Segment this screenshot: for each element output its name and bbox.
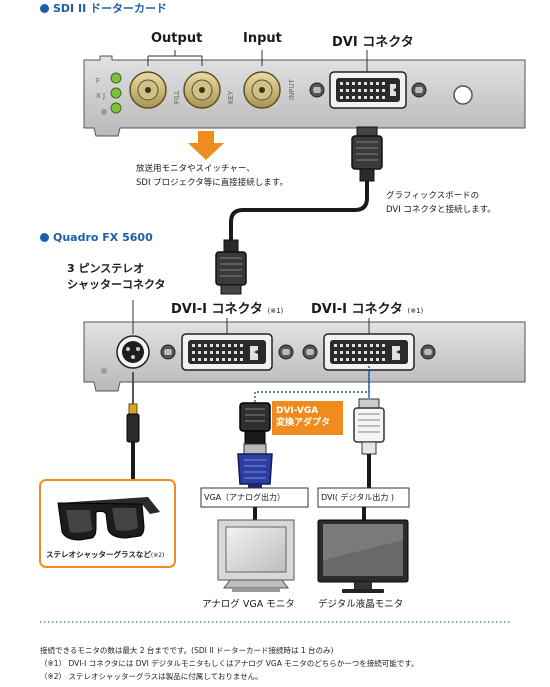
bnc-connector-icon — [183, 71, 221, 109]
adapter-label-line2: 変換アダプタ — [276, 418, 331, 428]
glasses-label: ステレオシャッターグラスなど(※2) — [46, 549, 164, 560]
cable-note-line2: DVI コネクタと接続します。 — [386, 205, 496, 215]
dvi-i-2-note: (※1) — [407, 307, 424, 315]
dvi-output-label: DVI( デジタル出力 ) — [321, 493, 395, 502]
glasses-note: (※2) — [150, 552, 165, 559]
output-note-line1: 放送用モニタやスイッチャー、 — [136, 164, 255, 174]
stereo-connector-label: 3 ピンステレオ シャッターコネクタ — [67, 261, 166, 293]
crt-monitor-icon — [217, 519, 295, 592]
stereo-plug-icon — [126, 372, 140, 480]
key-label: KEY — [227, 90, 235, 104]
dvi-i-2-label: DVI-I コネクタ (※1) — [311, 298, 423, 317]
quadro-section-title-text: Quadro FX 5600 — [53, 231, 153, 244]
adapter-label-line1: DVI-VGA — [276, 406, 319, 416]
footnote-3: （※2） ステレオシャッターグラスは製品に付属しておりません。 — [40, 672, 263, 681]
adapter-callout — [272, 401, 343, 435]
dvi-i-port-1 — [160, 333, 294, 371]
stereo-connector — [116, 335, 150, 369]
vga-output-label: VGA（アナログ出力） — [204, 493, 285, 502]
lcd-monitor-icon — [317, 519, 409, 593]
bracket-letters: F X J — [96, 77, 106, 100]
shutter-glasses-icon — [57, 497, 160, 541]
stereo-label-line1: 3 ピンステレオ — [67, 262, 145, 275]
sdi-dvi-label: DVI コネクタ — [332, 35, 414, 50]
vga-monitor-label: アナログ VGA モニタ — [202, 599, 295, 610]
sdi-section-title: SDI II ドーターカード — [40, 0, 167, 16]
fill-label: FILL — [173, 90, 181, 104]
bullet-icon — [40, 4, 49, 13]
footnote-2: （※1） DVI-I コネクタには DVI デジタルモニタもしくはアナログ VG… — [40, 659, 419, 668]
dvi-i-1-label-text: DVI-I コネクタ — [171, 302, 263, 317]
dvi-monitor-label: デジタル液晶モニタ — [318, 599, 404, 610]
arrow-down-icon — [188, 131, 224, 160]
input-vertical-label: INPUT — [288, 79, 296, 100]
adapter-label: DVI-VGA 変換アダプタ — [276, 405, 330, 429]
bnc-connector-icon — [243, 71, 281, 109]
bnc-connector-icon — [129, 71, 167, 109]
dvi-i-port-2 — [302, 333, 436, 371]
dvi-i-1-note: (※1) — [267, 307, 284, 315]
bullet-icon — [40, 233, 49, 242]
footnote-1: 接続できるモニタの数は最大 2 台までです。(SDI II ドーターカード接続時… — [40, 646, 334, 655]
dvi-i-2-label-text: DVI-I コネクタ — [311, 302, 403, 317]
dvi-port — [309, 71, 427, 109]
input-label: Input — [243, 31, 282, 46]
mount-hole — [453, 85, 473, 105]
status-leds — [110, 72, 122, 114]
quadro-section-title: Quadro FX 5600 — [40, 231, 153, 244]
dvi-i-1-label: DVI-I コネクタ (※1) — [171, 298, 283, 317]
dvi-plug-icon — [353, 398, 385, 488]
dvi-vga-adapter — [239, 402, 271, 445]
output-label: Output — [151, 31, 203, 46]
output-note-line2: SDI プロジェクタ等に直接接続します。 — [136, 178, 288, 188]
sdi-section-title-text: SDI II ドーターカード — [53, 2, 167, 15]
cable-note-line1: グラフィックスボードの — [386, 191, 480, 201]
glasses-label-text: ステレオシャッターグラスなど — [46, 550, 151, 559]
dvi-cable — [215, 126, 383, 295]
stereo-label-line2: シャッターコネクタ — [67, 278, 166, 291]
